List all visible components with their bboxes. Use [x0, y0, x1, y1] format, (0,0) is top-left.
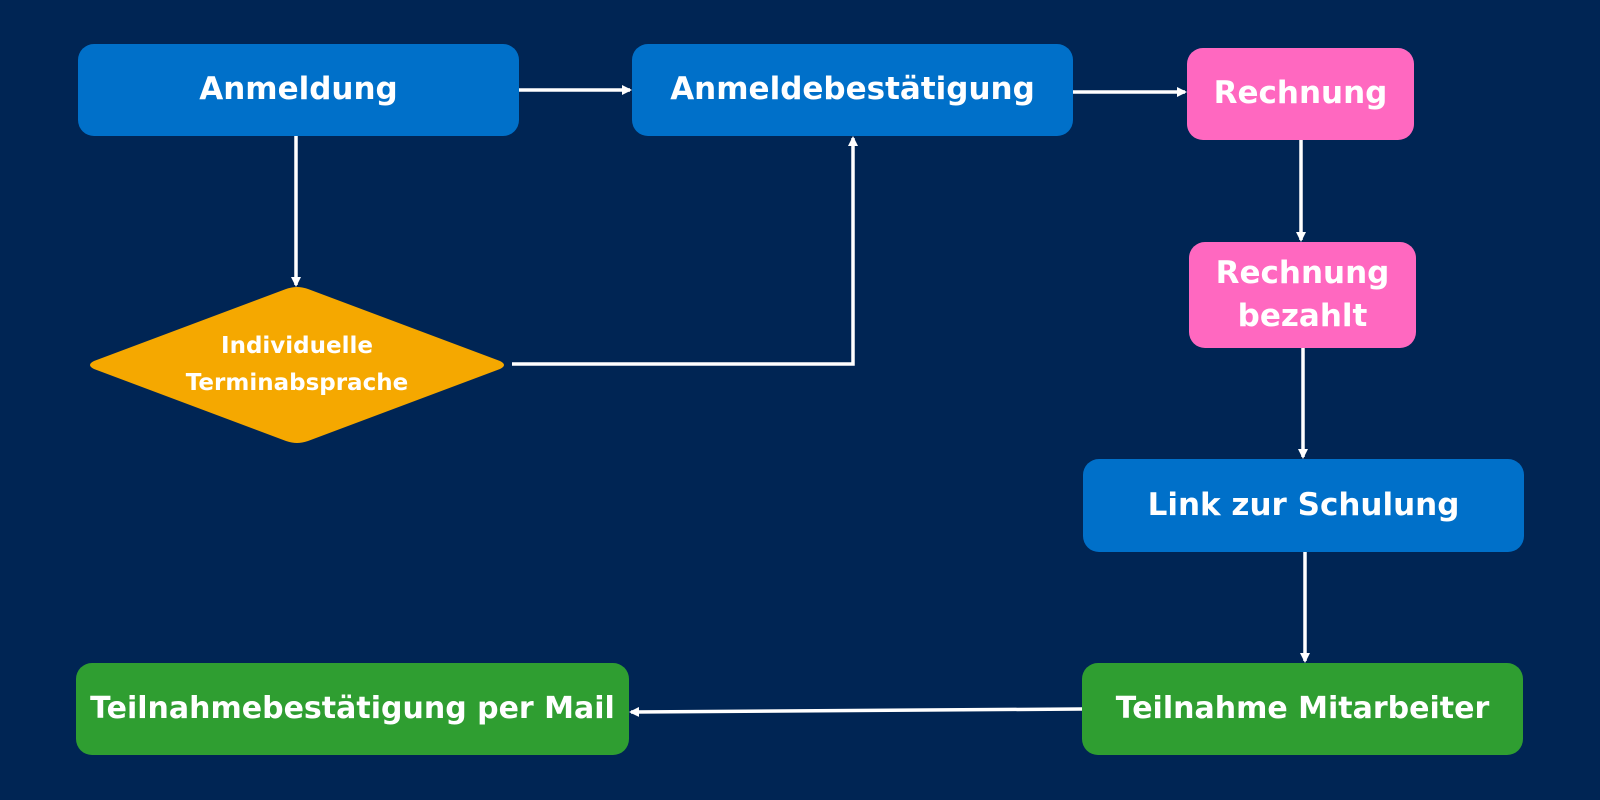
node-rechnung-bezahlt-label-line2: bezahlt	[1237, 298, 1368, 334]
node-teilnahmebestaetigung-label: Teilnahmebestätigung per Mail	[90, 691, 615, 726]
node-link-zur-schulung: Link zur Schulung	[1083, 459, 1524, 552]
arrow-mitarbeiter-to-teilnahmebestaetigung	[629, 706, 1083, 717]
decision-label-line2: Terminabsprache	[185, 370, 409, 396]
node-rechnung: Rechnung	[1187, 48, 1414, 140]
node-teilnahme-mitarbeiter-label: Teilnahme Mitarbeiter	[1115, 691, 1490, 726]
decision-diamond-shape	[90, 287, 504, 443]
node-anmeldebestaetigung-label: Anmeldebestätigung	[670, 71, 1035, 108]
node-anmeldebestaetigung: Anmeldebestätigung	[632, 44, 1073, 136]
node-teilnahmebestaetigung-per-mail: Teilnahmebestätigung per Mail	[76, 663, 629, 755]
node-anmeldung-label: Anmeldung	[199, 71, 398, 108]
arrow-terminabsprache-to-anmeldebestaetigung	[512, 136, 858, 366]
decision-individuelle-terminabsprache: Individuelle Terminabsprache	[80, 285, 514, 445]
node-teilnahme-mitarbeiter: Teilnahme Mitarbeiter	[1082, 663, 1523, 755]
node-rechnung-bezahlt: Rechnung bezahlt	[1189, 242, 1416, 348]
node-rechnung-bezahlt-label-line1: Rechnung	[1215, 254, 1390, 291]
decision-label: Individuelle Terminabsprache	[80, 285, 514, 445]
node-anmeldung: Anmeldung	[78, 44, 519, 136]
node-link-zur-schulung-label: Link zur Schulung	[1147, 486, 1460, 523]
node-rechnung-label: Rechnung	[1213, 75, 1388, 112]
decision-label-line1: Individuelle	[221, 333, 373, 360]
